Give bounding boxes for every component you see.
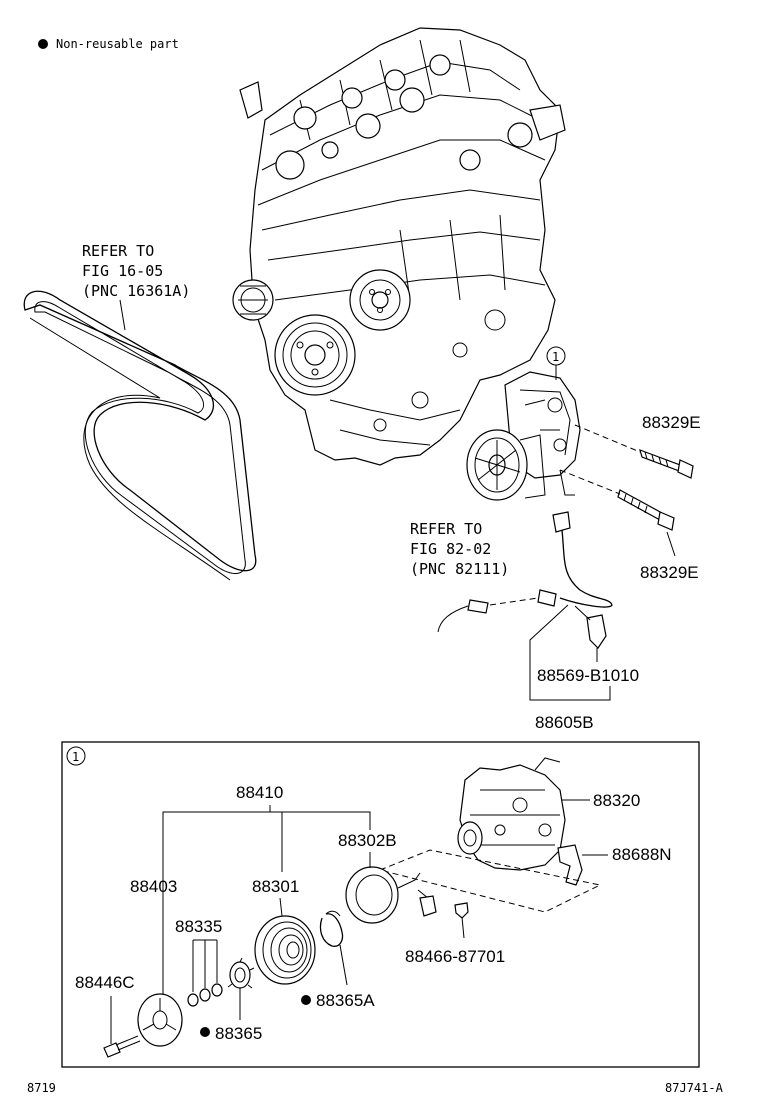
assembly-dash-lines — [379, 849, 602, 913]
drive-belt — [23, 290, 257, 581]
non-reusable-dot-icon — [38, 39, 48, 49]
snap-ring-88365A — [319, 910, 344, 947]
label-88329E-lower: 88329E — [640, 563, 699, 582]
callout-1-number-upper: 1 — [552, 350, 559, 364]
label-88410: 88410 — [236, 783, 283, 802]
label-88569-B1010: 88569-B1010 — [537, 666, 639, 685]
label-88446C: 88446C — [75, 973, 135, 992]
refer-16-line2: FIG 16-05 — [82, 262, 163, 280]
shims-88335 — [187, 983, 223, 1007]
refer-16-line1: REFER TO — [82, 242, 154, 260]
refer-82-line1: REFER TO — [410, 520, 482, 538]
field-coil-88302B — [345, 866, 437, 924]
refer-82-line3: (PNC 82111) — [410, 560, 509, 578]
label-88365: 88365 — [215, 1024, 262, 1043]
label-88403: 88403 — [130, 877, 177, 896]
compressor-assembly-upper — [466, 371, 581, 501]
bolt-88329E-upper-dash — [574, 424, 641, 453]
label-88301-leader — [279, 897, 283, 917]
label-88410-leaders — [269, 805, 283, 872]
label-88302B: 88302B — [338, 831, 397, 850]
refer-82-line2: FIG 82-02 — [410, 540, 491, 558]
label-88335: 88335 — [175, 917, 222, 936]
pressure-plate-88403 — [137, 993, 183, 1047]
engine-illustration — [232, 27, 566, 466]
bolt-88329E-upper — [639, 449, 694, 479]
detail-box-1 — [61, 741, 700, 1068]
callout-1-circle-box — [66, 746, 86, 766]
compressor-88320 — [457, 757, 566, 871]
label-88688N: 88688N — [612, 845, 672, 864]
refer-16-leader — [119, 299, 126, 331]
non-reusable-88365-dot-icon — [200, 1027, 210, 1037]
label-88335-leaders — [192, 939, 218, 992]
label-88365A: 88365A — [316, 991, 375, 1010]
pulley-88301 — [254, 915, 316, 985]
footer-left-code: 8719 — [27, 1081, 56, 1095]
label-88605B-bracket — [529, 604, 611, 701]
refer-fig-16-05: REFER TO FIG 16-05 (PNC 16361A) — [82, 242, 190, 300]
label-88329E-lower-leader — [666, 531, 676, 557]
callout-1-number-box: 1 — [72, 750, 79, 764]
label-88605B: 88605B — [535, 713, 594, 732]
label-88410-bracket — [162, 811, 371, 1000]
bolt-88329E-lower — [617, 489, 675, 531]
bolt-88466 — [454, 902, 469, 919]
label-88329E-upper: 88329E — [642, 413, 701, 432]
bolt-88329E-lower-dash — [559, 469, 621, 495]
footer-right-code: 87J741-A — [665, 1081, 724, 1095]
bolt-88466-leader — [461, 916, 465, 939]
refer-16-line3: (PNC 16361A) — [82, 282, 190, 300]
label-88320: 88320 — [593, 791, 640, 810]
wire-harness-88605B — [437, 511, 613, 649]
label-88466-87701: 88466-87701 — [405, 947, 505, 966]
bolt-88446C — [103, 1035, 141, 1058]
refer-fig-82-02: REFER TO FIG 82-02 (PNC 82111) — [410, 520, 509, 578]
label-88365A-leader — [339, 944, 348, 986]
bracket-88688N — [557, 844, 583, 886]
label-88301: 88301 — [252, 877, 299, 896]
legend-label: Non-reusable part — [56, 37, 179, 51]
non-reusable-88365A-dot-icon — [301, 995, 311, 1005]
washer-88365 — [227, 957, 255, 989]
